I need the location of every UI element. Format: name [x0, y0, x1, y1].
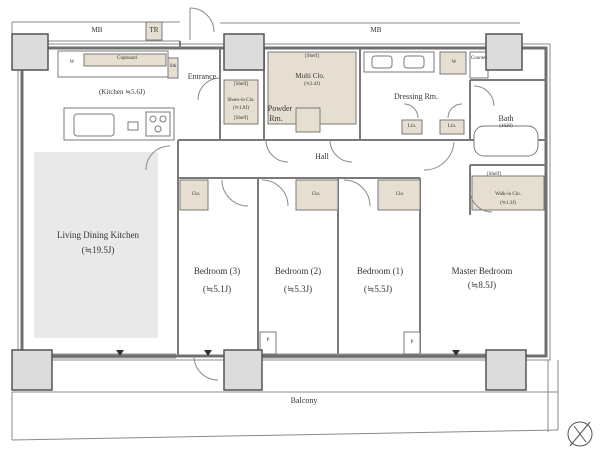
- kitchen-sink-icon: [73, 113, 115, 137]
- ldk-door-icon: [145, 145, 171, 171]
- shoes-door-icon: [197, 77, 221, 101]
- vanity-sink-icon: [403, 55, 425, 69]
- balcony-door-icon: [193, 355, 219, 381]
- washer-2-label: W: [451, 60, 457, 65]
- bed3-door-icon: [221, 179, 249, 207]
- bathtub-icon: [473, 125, 539, 157]
- stk-label: Stk: [169, 64, 177, 69]
- multi-shelf-label: [Shelf]: [305, 54, 319, 59]
- powder-door-icon: [265, 139, 289, 163]
- master-size-label: (≒8.5J): [467, 280, 497, 290]
- walkin-closet: [471, 175, 545, 211]
- powder-room-label: Powder: [267, 104, 293, 113]
- window-marker-icon: [204, 350, 212, 356]
- column-top-middle: [223, 33, 265, 71]
- pipe-space-2-label: P: [410, 340, 414, 345]
- pipe-space-2: [403, 331, 421, 355]
- dressing-door-icon: [329, 139, 353, 163]
- bedroom-2-size-label: (≒5.3J): [283, 284, 313, 294]
- entrance-label: Entrance: [187, 72, 217, 81]
- linen-2-label: Lin.: [447, 124, 457, 129]
- bath-door-icon: [473, 85, 495, 107]
- exterior-wall: [20, 46, 548, 358]
- pipe-space-1-label: P: [266, 338, 270, 343]
- bedroom-1-size-label: (≒5.5J): [363, 284, 393, 294]
- bed1-door-icon: [343, 179, 371, 207]
- walkin-door-icon: [469, 189, 493, 213]
- stk-cabinet: [167, 57, 179, 79]
- bedroom-3-size-label: (≒5.1J): [202, 284, 232, 294]
- master-door-icon: [423, 141, 455, 171]
- walkin-size-label: (≒1.3J): [500, 201, 516, 206]
- ldk-floor: [34, 152, 158, 338]
- bedroom-1-label: Bedroom (1): [356, 266, 404, 276]
- burner-icon: [154, 125, 162, 133]
- bath-label: Bath: [498, 114, 514, 123]
- master-bedroom-label: Master Bedroom: [451, 266, 513, 276]
- powder-room-label-b: Rm.: [269, 114, 283, 123]
- ldk-size-label: (≒19.5J): [81, 245, 115, 255]
- burner-icon: [159, 115, 167, 123]
- walkin-closet-label: Walk-in Clo.: [495, 192, 521, 197]
- cupboard-label: Cupboard: [117, 56, 137, 61]
- ldk-label: Living Dining Kitchen: [57, 230, 139, 240]
- linen-2: [439, 119, 465, 135]
- bath-size-label: (1620): [499, 124, 513, 129]
- tr-cabinet: [145, 21, 163, 41]
- column-bottom-left: [11, 349, 53, 391]
- closet-bed2: [295, 179, 339, 211]
- linen-1: [401, 119, 423, 135]
- shoes-shelf-bottom-label: [Shelf]: [234, 116, 248, 121]
- bed2-door-icon: [261, 179, 289, 207]
- linen-1-label: Lin.: [407, 124, 417, 129]
- column-top-right: [485, 33, 523, 71]
- column-bottom-right: [485, 349, 527, 391]
- closet-bed3-label: Clo.: [191, 192, 201, 197]
- walkin-shelf-label: [Shelf]: [487, 172, 501, 177]
- mb-left-label: MB: [91, 26, 103, 34]
- cupboard-shelf: [83, 53, 167, 67]
- bedroom-2-label: Bedroom (2): [274, 266, 322, 276]
- burner-icon: [149, 115, 157, 123]
- closet-bed2-label: Clo.: [311, 192, 321, 197]
- multi-closet-label: Multi Clo.: [295, 72, 325, 80]
- powder-sink-icon: [295, 107, 321, 133]
- hall-label: Hall: [315, 152, 329, 161]
- balcony-label: Balcony: [290, 396, 318, 405]
- column-top-left: [11, 33, 49, 71]
- kitchen-label: (Kitchen ≒5.6J): [99, 88, 145, 96]
- washer-label: W: [69, 60, 75, 65]
- counter-label: Counter: [470, 56, 488, 61]
- dressing-room-label: Dressing Rm.: [394, 92, 438, 101]
- shoes-closet-label: Shoes-in Clo.: [227, 98, 255, 103]
- multi-size-label: (≒2.4J): [304, 82, 320, 87]
- shoes-closet: [223, 79, 259, 125]
- bedroom-3-label: Bedroom (3): [193, 266, 241, 276]
- mb-right-label: MB: [370, 26, 382, 34]
- entrance-door-icon: [189, 7, 215, 33]
- tr-label: TR: [149, 26, 159, 34]
- vanity-sink-icon: [371, 55, 393, 69]
- column-bottom-middle: [223, 349, 263, 391]
- shoes-shelf-label: [Shelf]: [234, 82, 248, 87]
- pipe-space-1: [259, 331, 277, 355]
- closet-bed1: [377, 179, 421, 211]
- balcony-outer-line: [11, 429, 559, 441]
- window-marker-icon: [452, 350, 460, 356]
- closet-bed3: [179, 179, 209, 211]
- window-marker-icon: [116, 350, 124, 356]
- north-arrow-icon: [567, 421, 593, 447]
- closet-bed1-label: Clo.: [395, 192, 405, 197]
- shoes-size-label: (≒1.0J): [233, 106, 249, 111]
- dressing-shelf: [439, 51, 467, 75]
